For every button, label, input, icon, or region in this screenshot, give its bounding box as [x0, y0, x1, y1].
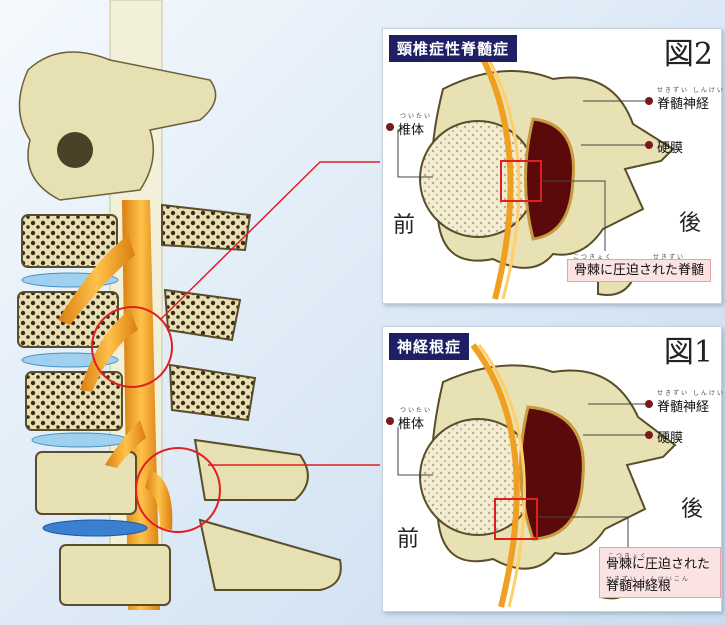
cervical-spine-illustration: [0, 0, 380, 625]
vertebral-body-c6: [60, 545, 170, 605]
front-label: 前: [393, 207, 415, 239]
label-marker: [386, 417, 394, 425]
label-marker: [645, 97, 653, 105]
figure2-number: 図2: [664, 29, 713, 73]
vertebra-c1: [19, 52, 215, 200]
spinous-process: [165, 290, 240, 340]
label-marker: [645, 400, 653, 408]
dura-label: 硬膜: [657, 137, 683, 156]
spinal-cord-label: 脊髄神経: [657, 93, 709, 112]
callout-ruby-line2: せきずい しんけいこん: [606, 571, 690, 588]
back-label: 後: [681, 491, 703, 523]
disc: [43, 520, 147, 536]
disc: [32, 433, 128, 447]
vertebral-body-label: 椎体: [398, 413, 424, 432]
compressed-cord-callout: 骨棘に圧迫された脊髄: [567, 259, 711, 282]
spinous-process: [195, 440, 308, 500]
front-label: 前: [397, 521, 419, 553]
vertebral-body-c4: [26, 372, 122, 430]
figure1-panel: 神経根症 図1 ついたい 椎体 せきずい しんけい 脊髄神経 硬膜 前 後 こつ…: [382, 326, 722, 612]
callout-ruby-line1: こつきょく: [608, 548, 648, 565]
spinous-process: [170, 365, 255, 420]
figure2-title: 頸椎症性脊髄症: [389, 35, 517, 62]
label-marker: [645, 431, 653, 439]
figure1-number: 図1: [664, 327, 713, 371]
dura-label: 硬膜: [657, 427, 683, 446]
back-label: 後: [679, 205, 701, 237]
spinous-process: [200, 520, 341, 590]
spinal-cord-label: 脊髄神経: [657, 396, 709, 415]
label-marker: [386, 123, 394, 131]
compressed-root-callout: こつきょく 骨棘に圧迫された せきずい しんけいこん 脊髄神経根: [599, 547, 721, 598]
figure2-panel: 頸椎症性脊髄症 図2 ついたい 椎体 せきずい しんけい 脊髄神経 硬膜 前 後…: [382, 28, 722, 304]
vertebra-foramen: [57, 132, 93, 168]
figure1-title: 神経根症: [389, 333, 469, 360]
label-marker: [645, 141, 653, 149]
vertebral-body-label: 椎体: [398, 119, 424, 138]
